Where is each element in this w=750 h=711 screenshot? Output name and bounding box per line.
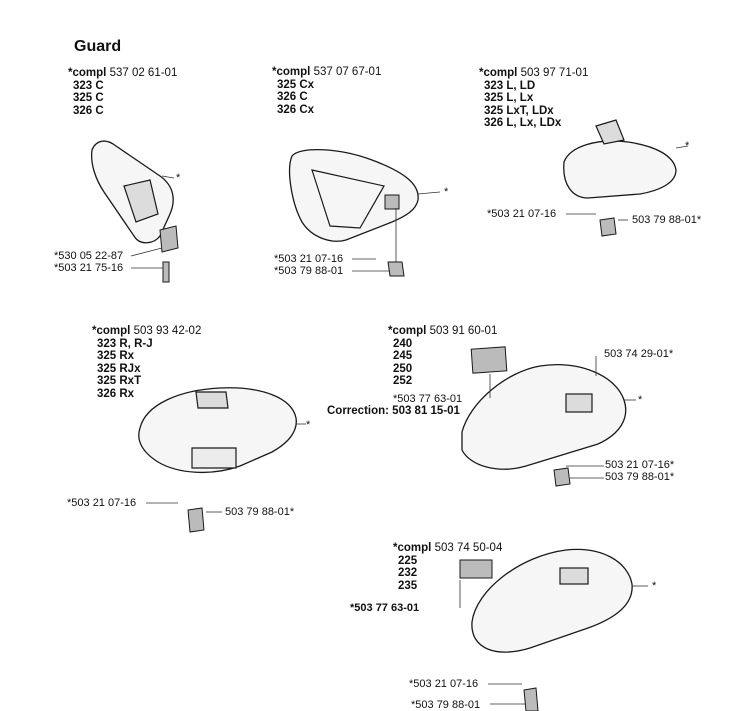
- callout-label: *503 21 07-16: [487, 208, 557, 220]
- model-item: 252: [393, 375, 413, 387]
- parts-group-2: *compl 537 07 67-01 325 Cx 326 C 326 Cx: [272, 66, 381, 116]
- page-title: Guard: [74, 38, 122, 55]
- model-item: 326 Cx: [277, 103, 315, 116]
- callout-label: *503 21 07-16: [409, 678, 479, 690]
- callout-label: *503 79 88-01: [411, 699, 481, 711]
- model-item: 250: [393, 362, 413, 375]
- model-item: 326 C: [73, 104, 104, 117]
- callout-label: 503 79 88-01*: [225, 506, 295, 518]
- callout-label: *: [638, 394, 643, 406]
- model-item: 326 L, Lx, LDx: [484, 117, 562, 129]
- callout-label: 503 21 07-16*: [605, 459, 675, 471]
- group-header: *compl 537 07 67-01: [272, 66, 382, 78]
- callout-label: *: [306, 419, 311, 431]
- callout-label: *530 05 22-87: [54, 250, 124, 262]
- callout-label: 503 79 88-01*: [632, 214, 702, 226]
- model-item: 235: [398, 579, 418, 592]
- callout-label: *503 21 07-16: [274, 253, 344, 265]
- model-item: 245: [393, 350, 413, 362]
- group-header: *compl 503 74 50-04: [393, 542, 503, 554]
- callout-label: *503 21 75-16: [54, 262, 124, 274]
- model-item: 232: [398, 567, 418, 579]
- group-header: *compl 503 97 71-01: [479, 67, 589, 79]
- model-item: 323 C: [73, 79, 104, 92]
- group-header: *compl 503 91 60-01: [388, 325, 498, 337]
- model-item: 325 LxT, LDx: [484, 104, 554, 117]
- correction-note: Correction: 503 81 15-01: [327, 405, 460, 417]
- model-item: 323 R, R-J: [97, 337, 153, 350]
- callout-label: *: [176, 172, 181, 184]
- callout-label: *: [652, 580, 657, 592]
- model-item: 325 C: [73, 92, 104, 104]
- model-item: 325 RxT: [97, 375, 142, 387]
- model-item: 325 Rx: [97, 350, 135, 362]
- model-item: 326 C: [277, 91, 308, 103]
- callout-label: *503 79 88-01: [274, 265, 344, 277]
- group-header: *compl 537 02 61-01: [68, 67, 178, 79]
- parts-group-3: *compl 503 97 71-01 323 L, LD 325 L, Lx …: [479, 67, 588, 130]
- guard-1-illustration: [90, 140, 179, 283]
- callout-label: 503 74 29-01*: [604, 348, 674, 360]
- model-item: 240: [393, 337, 413, 350]
- model-item: 325 Cx: [277, 78, 315, 91]
- guard-6-illustration: [459, 548, 648, 711]
- group-header: *compl 503 93 42-02: [92, 325, 202, 337]
- model-item: 325 RJx: [97, 362, 141, 375]
- model-item: 326 Rx: [97, 387, 135, 400]
- callout-label: *: [685, 140, 690, 152]
- guard-2-illustration: [289, 148, 441, 277]
- model-item: 323 L, LD: [484, 79, 536, 92]
- callout-label: *: [444, 186, 449, 198]
- callout-label: 503 79 88-01*: [605, 471, 675, 483]
- callout-label: *503 77 63-01: [393, 393, 463, 405]
- parts-group-5: *compl 503 91 60-01 240 245 250 252: [388, 325, 497, 388]
- guard-4-illustration: [138, 387, 306, 533]
- guard-3-illustration: [563, 119, 689, 237]
- model-item: 325 L, Lx: [484, 92, 534, 104]
- parts-group-1: *compl 537 02 61-01 323 C 325 C 326 C: [68, 67, 177, 117]
- model-item: 225: [398, 554, 418, 567]
- guard-5-illustration: [461, 346, 636, 487]
- callout-label: *503 21 07-16: [67, 497, 137, 509]
- callout-label: *503 77 63-01: [350, 602, 420, 614]
- parts-group-4: *compl 503 93 42-02 323 R, R-J 325 Rx 32…: [92, 325, 201, 400]
- parts-group-6: *compl 503 74 50-04 225 232 235: [393, 542, 502, 592]
